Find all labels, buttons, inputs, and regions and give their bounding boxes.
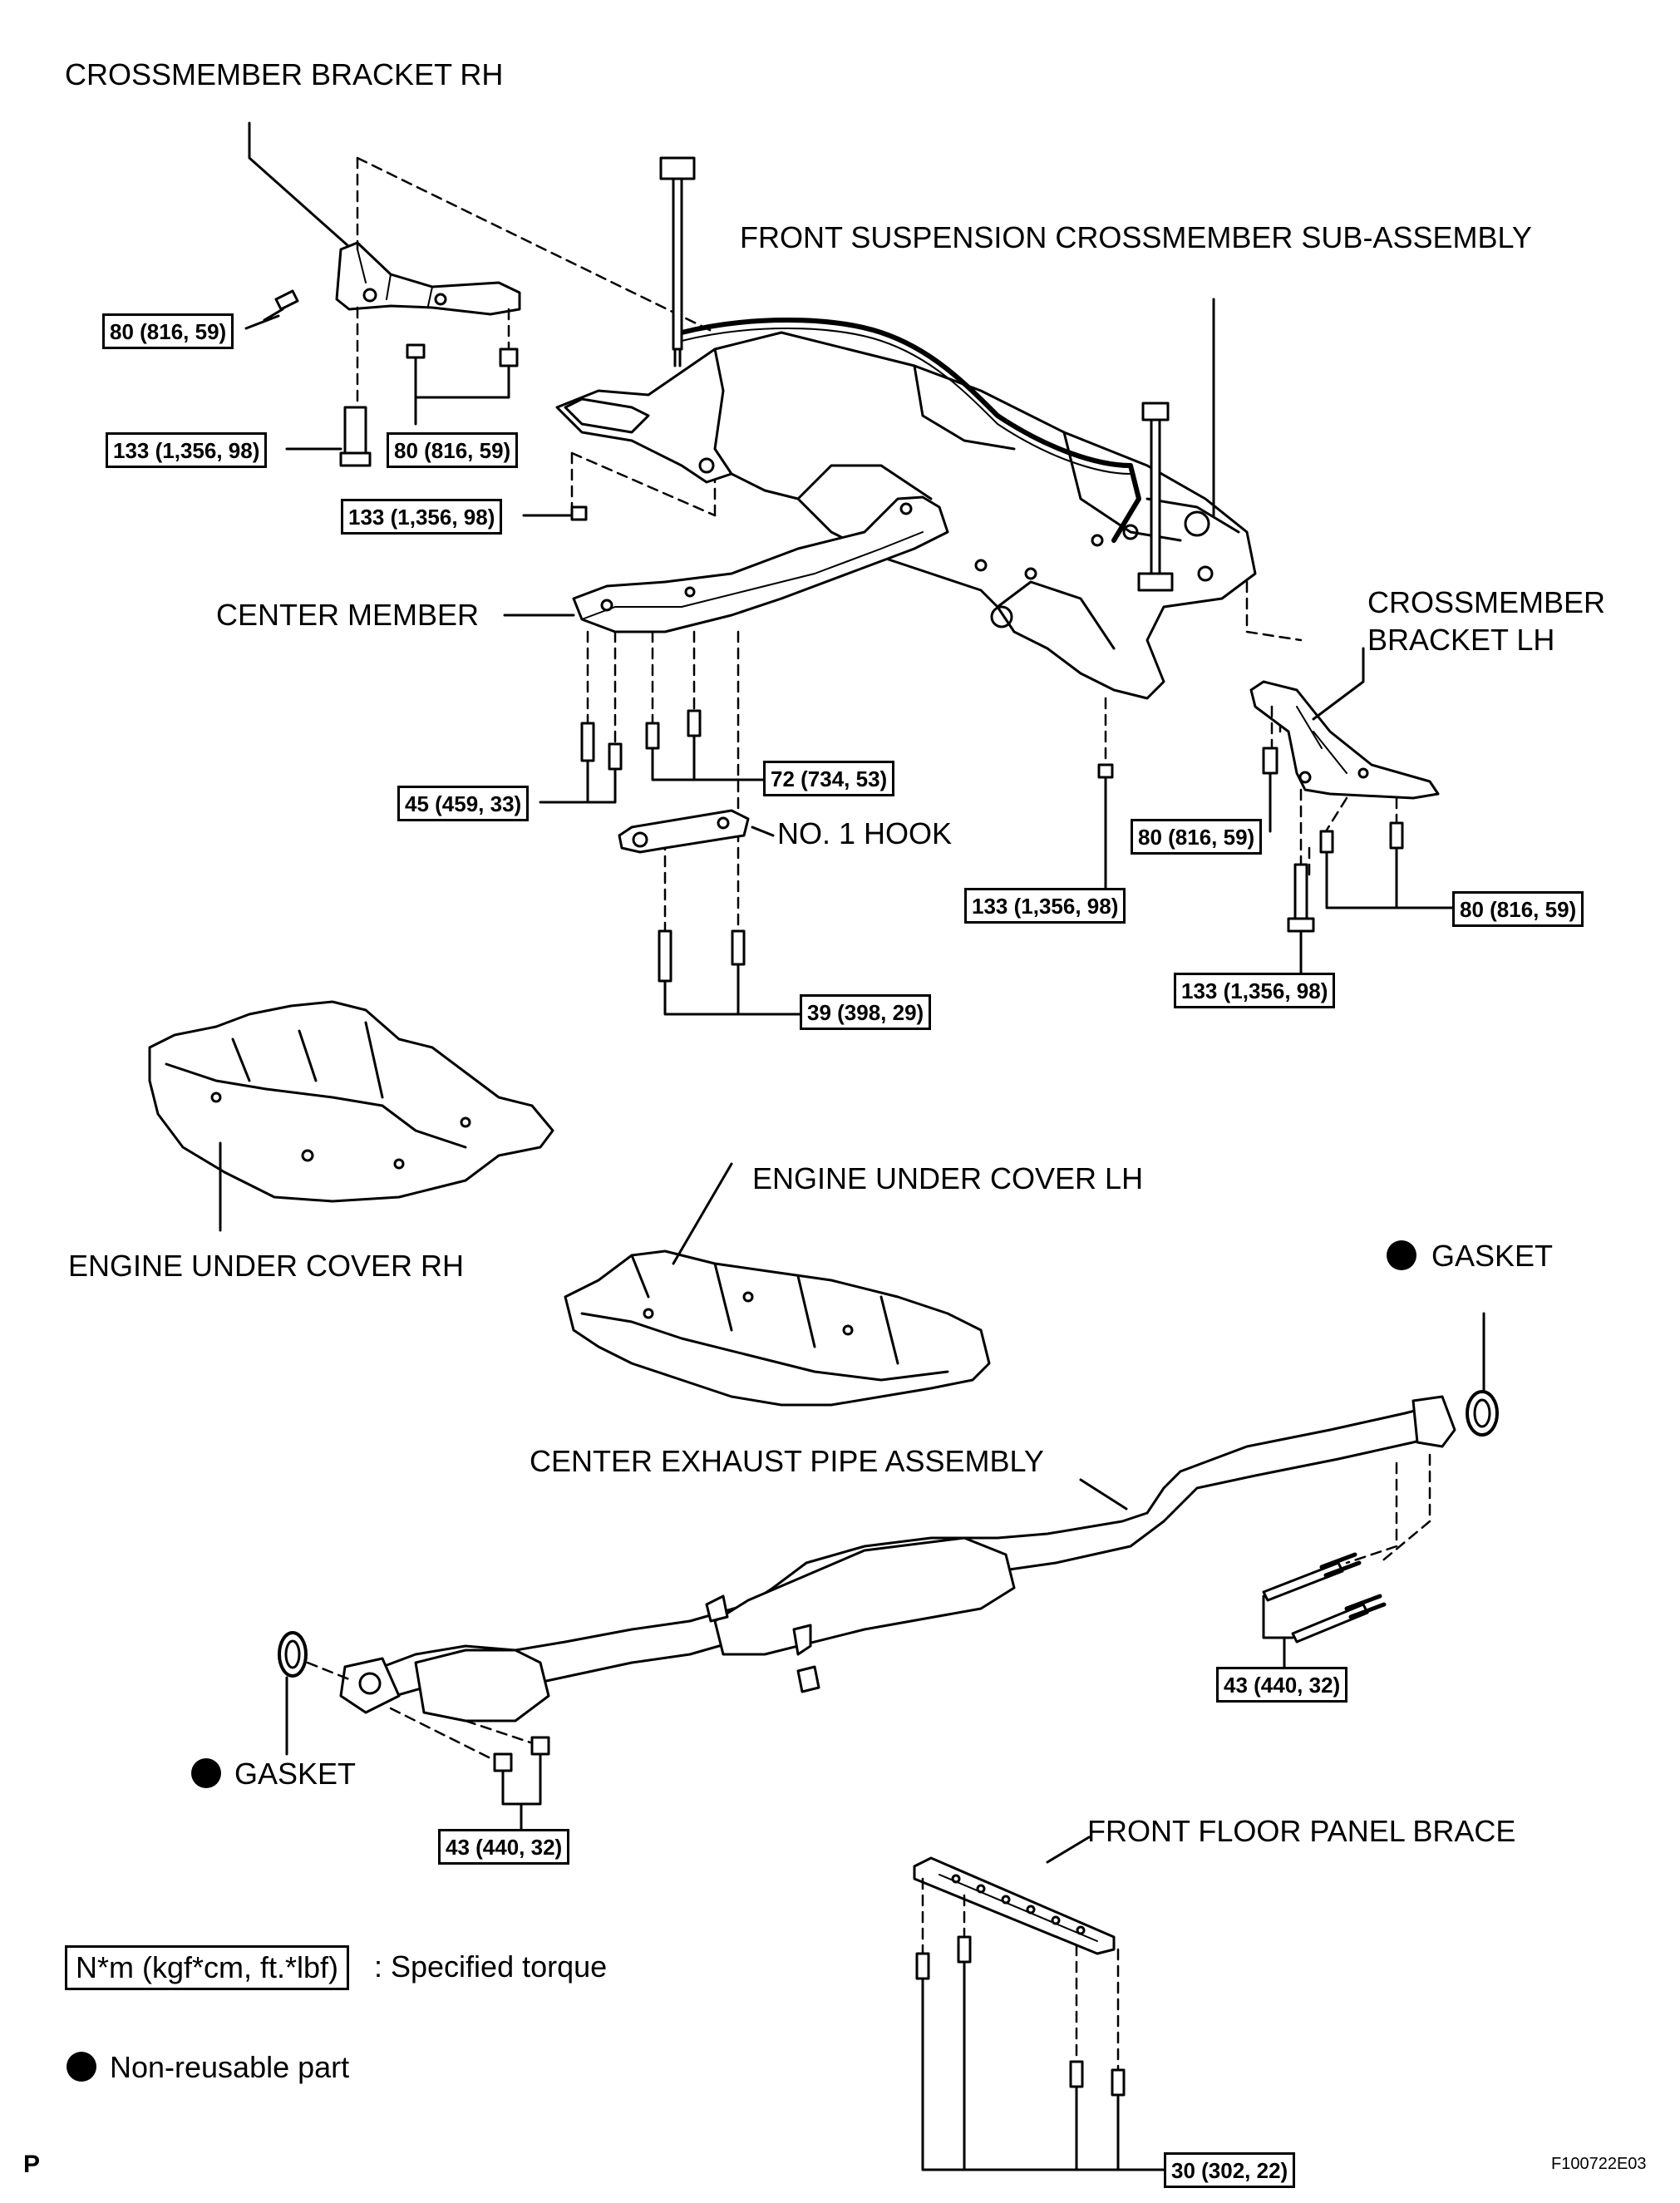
torque-spec-box: 45 (459, 33) [397, 786, 530, 821]
center-exhaust-pipe-part [339, 1395, 1456, 1722]
bracket-lh-bolts [1262, 747, 1465, 974]
legend-torque-text: : Specified torque [374, 1949, 608, 1984]
torque-spec-box: 30 (302, 22) [1164, 2152, 1296, 2188]
gasket-rear-label: GASKET [1431, 1239, 1554, 1273]
engine-under-cover-lh-label: ENGINE UNDER COVER LH [752, 1161, 1144, 1195]
center-member-label: CENTER MEMBER [216, 598, 480, 632]
crossmember-bracket-rh-part [335, 241, 521, 316]
torque-spec-box: 72 (734, 53) [763, 761, 895, 796]
engine-under-cover-lh-part [564, 1249, 991, 1407]
page-mark: P [23, 2151, 41, 2178]
engine-under-cover-rh-part [148, 1000, 554, 1203]
torque-spec-box: 43 (440, 32) [1216, 1667, 1348, 1703]
gasket-rear-part [1466, 1390, 1499, 1437]
rear-flange-bolts-springs [1262, 1552, 1387, 1668]
non-reusable-dot-icon [191, 1758, 221, 1788]
torque-spec-box: 133 (1,356, 98) [106, 432, 268, 468]
crossmember-bracket-lh-label-line1: CROSSMEMBER [1367, 585, 1606, 619]
front-floor-panel-brace-part [913, 1856, 1116, 1955]
gasket-front-part [278, 1631, 308, 1678]
torque-spec-box: 133 (1,356, 98) [964, 888, 1126, 924]
torque-spec-box: 80 (816, 59) [1452, 891, 1584, 927]
non-reusable-dot-icon [67, 2052, 96, 2082]
front-flange-bolts [493, 1736, 550, 1831]
center-member-part [572, 495, 949, 633]
legend-nonreusable-text: Non-reusable part [110, 2050, 350, 2084]
torque-spec-box: 80 (816, 59) [387, 432, 519, 468]
brace-bolts [915, 1935, 1175, 2171]
torque-spec-box: 80 (816, 59) [1131, 819, 1263, 855]
torque-spec-box: 133 (1,356, 98) [341, 499, 503, 535]
legend-torque-unit-box: N*m (kgf*cm, ft.*lbf) [65, 1945, 350, 1990]
torque-spec-box: 43 (440, 32) [438, 1829, 570, 1865]
gasket-front-label: GASKET [234, 1757, 357, 1791]
engine-under-cover-rh-label: ENGINE UNDER COVER RH [68, 1249, 465, 1283]
torque-spec-box: 133 (1,356, 98) [1174, 973, 1336, 1008]
torque-spec-box: 39 (398, 29) [800, 994, 932, 1030]
front-floor-panel-brace-label: FRONT FLOOR PANEL BRACE [1087, 1814, 1516, 1848]
bolt-group-rh [263, 289, 588, 521]
figure-id: F100722E03 [1551, 2155, 1647, 2173]
center-member-bolts [539, 709, 771, 804]
non-reusable-dot-icon [1387, 1240, 1416, 1270]
lower-bolts-39 [658, 929, 806, 1016]
crossmember-bracket-lh-part [1249, 680, 1440, 800]
crossmember-bracket-lh-label-line2: BRACKET LH [1367, 623, 1555, 657]
crossmember-bracket-rh-label: CROSSMEMBER BRACKET RH [65, 57, 504, 91]
no1-hook-part [618, 809, 775, 854]
no1-hook-label: NO. 1 HOOK [777, 816, 953, 850]
torque-spec-box: 80 (816, 59) [102, 313, 234, 349]
front-suspension-crossmember-label: FRONT SUSPENSION CROSSMEMBER SUB-ASSEMBL… [740, 220, 1532, 254]
center-exhaust-pipe-label: CENTER EXHAUST PIPE ASSEMBLY [530, 1444, 1044, 1478]
